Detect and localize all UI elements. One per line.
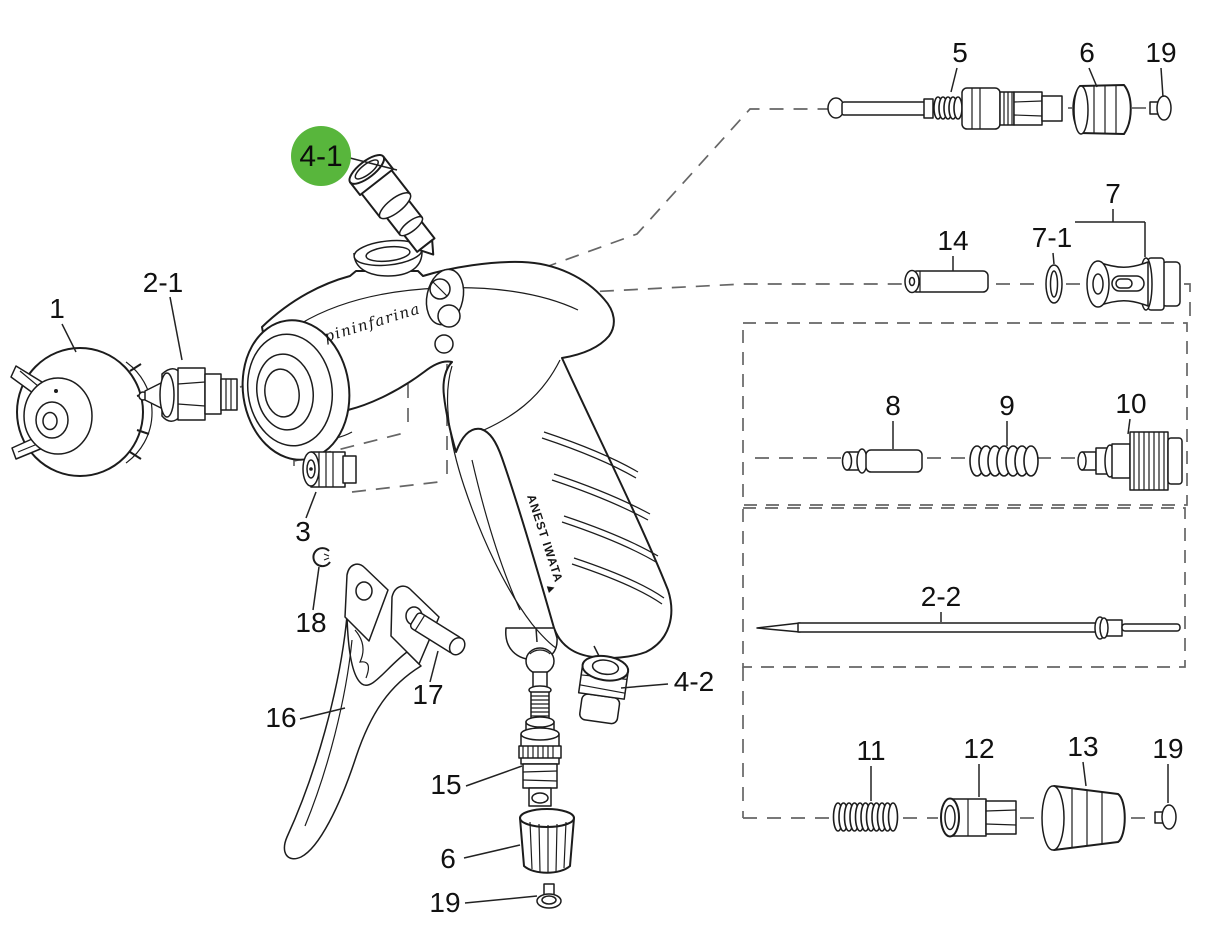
highlight-circle[interactable] [291,126,351,186]
part-6-top-knob [1072,84,1132,135]
part-17-trigger-pin [409,612,466,656]
part-number-labels: 1 2-1 5 6 19 14 7-1 7 8 9 10 2-2 11 12 1… [49,37,1183,918]
part-13-knob [1041,785,1126,851]
part-15-fluid-adjustment-set [518,647,562,807]
label-12: 12 [963,733,994,764]
highlighted-part-badge-4-1[interactable]: 4-1 [291,126,351,186]
screw-boss [425,268,465,354]
part-7-1-o-ring [1045,264,1063,304]
label-19-bottom-right: 19 [1152,733,1183,764]
part-10-air-valve-seat [1077,431,1183,491]
part-16-trigger [283,563,440,860]
part-19-bottom-screw [536,883,562,909]
barrel-rings [241,319,351,461]
label-leader-lines [61,67,1169,904]
part-19-bottom-right-screw [1154,804,1177,830]
part-2-1-fluid-nozzle [138,367,238,422]
dashed-guides [124,107,1191,819]
label-1: 1 [49,293,65,324]
part-4-2-joint [577,654,630,725]
label-6-bottom: 6 [440,843,456,874]
label-2-2: 2-2 [921,581,961,612]
label-4-2: 4-2 [674,666,714,697]
label-4-1[interactable]: 4-1 [299,140,342,173]
label-2-1: 2-1 [143,267,183,298]
label-7: 7 [1105,178,1121,209]
part-8-piston [841,448,923,474]
label-14: 14 [937,225,968,256]
part-9-spring [969,445,1039,477]
label-3: 3 [295,516,311,547]
label-8: 8 [885,390,901,421]
part-1-air-cap [10,347,153,477]
grip-ridges [541,431,665,605]
label-19-bottom: 19 [429,887,460,918]
part-6-bottom-knob [519,808,575,874]
spray-gun-body: pininfarina ANEST IWATA ▲ [241,239,673,661]
label-15: 15 [430,769,461,800]
anest-iwata-logo: ▲ [543,581,560,598]
part-14-joint-pipe [904,269,989,294]
label-16: 16 [265,702,296,733]
label-6-top: 6 [1079,37,1095,68]
label-10: 10 [1115,388,1146,419]
label-17: 17 [412,679,443,710]
label-18: 18 [295,607,326,638]
label-11: 11 [856,735,885,766]
part-2-2-fluid-needle [756,616,1181,640]
label-7-1: 7-1 [1032,222,1072,253]
label-9: 9 [999,390,1015,421]
part-7-valve [1086,257,1181,311]
part-19-top-screw [1149,95,1172,121]
label-5: 5 [952,37,968,68]
part-3-nipple [302,451,357,488]
label-13: 13 [1067,731,1098,762]
part-11-spring [832,802,899,832]
part-12-valve-seat [940,797,1017,838]
part-18-e-ring [312,547,331,568]
part-5-air-valve-set [827,87,1063,130]
label-19-top: 19 [1145,37,1176,68]
